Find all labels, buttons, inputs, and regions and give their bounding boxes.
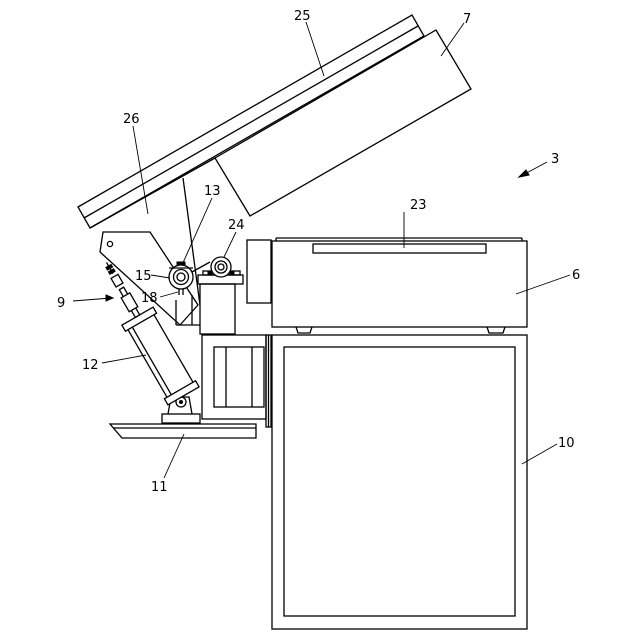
arrow-3 bbox=[519, 162, 547, 177]
upper-housing bbox=[272, 238, 527, 333]
label-3: 3 bbox=[551, 152, 559, 167]
motor-unit bbox=[202, 335, 266, 419]
label-24: 24 bbox=[228, 218, 245, 233]
roller-24 bbox=[208, 257, 234, 277]
cabinet-body bbox=[272, 335, 527, 629]
label-12: 12 bbox=[82, 358, 99, 373]
label-18: 18 bbox=[141, 291, 158, 306]
label-6: 6 bbox=[572, 268, 580, 283]
label-9: 9 bbox=[57, 296, 65, 311]
label-26: 26 bbox=[123, 112, 140, 127]
label-7: 7 bbox=[463, 12, 471, 27]
label-10: 10 bbox=[558, 436, 575, 451]
support-column bbox=[198, 271, 243, 334]
label-23: 23 bbox=[410, 198, 427, 213]
label-11: 11 bbox=[151, 480, 168, 495]
label-13: 13 bbox=[204, 184, 221, 199]
arrow-9 bbox=[73, 295, 113, 301]
side-plate bbox=[247, 240, 271, 303]
label-25: 25 bbox=[294, 9, 311, 24]
label-15: 15 bbox=[135, 269, 152, 284]
divider-bar bbox=[266, 335, 271, 427]
feed-slot bbox=[313, 244, 486, 253]
